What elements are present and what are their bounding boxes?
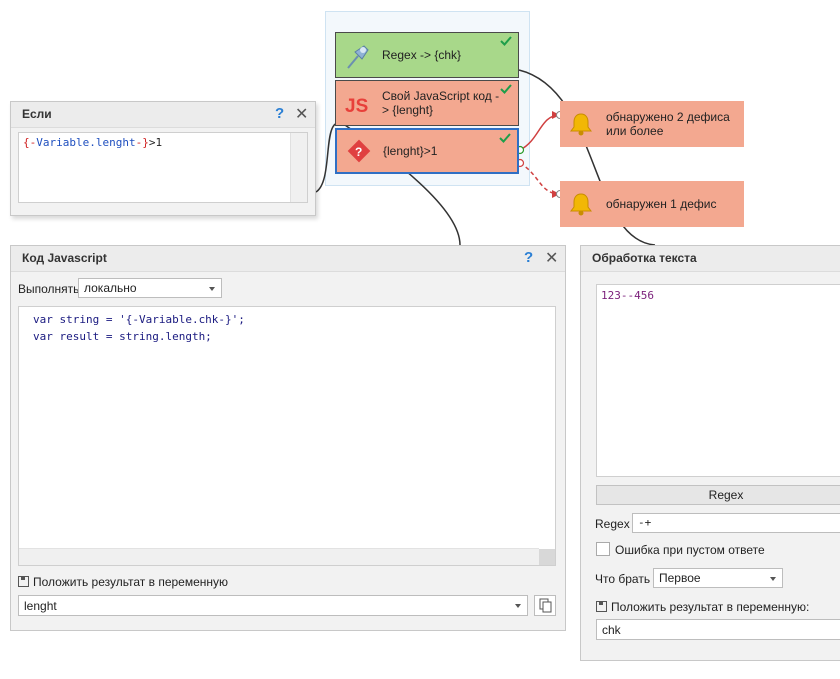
connector-true — [519, 114, 561, 151]
error-on-empty-label: Ошибка при пустом ответе — [615, 543, 765, 557]
save-icon — [596, 601, 607, 612]
panel-header: Код Javascript ? ✕ — [11, 246, 565, 272]
node-javascript[interactable]: JS Свой JavaScript код -> {lenght} — [335, 80, 519, 126]
copy-icon — [539, 598, 552, 613]
close-icon[interactable]: ✕ — [295, 106, 309, 123]
close-icon[interactable]: ✕ — [545, 250, 559, 267]
question-diamond-icon: ? — [347, 139, 371, 163]
svg-text:JS: JS — [345, 96, 368, 117]
take-select[interactable]: Первое — [653, 568, 783, 588]
help-icon[interactable]: ? — [524, 249, 534, 266]
error-on-empty-checkbox[interactable] — [596, 542, 610, 556]
run-label: Выполнять — [18, 282, 80, 296]
node-alert-one-dash[interactable]: обнаружен 1 дефис — [560, 181, 744, 227]
save-icon — [18, 576, 29, 587]
connector-regex-to-text — [518, 69, 656, 246]
bell-icon — [570, 193, 592, 216]
js-panel: Код Javascript ? ✕ Выполнять локально va… — [10, 245, 566, 631]
text-processing-panel: Обработка текста 123--456 Regex Regex -+… — [580, 245, 840, 661]
panel-title: Код Javascript — [22, 251, 107, 265]
copy-variable-button[interactable] — [534, 595, 556, 616]
panel-title: Обработка текста — [592, 251, 697, 265]
node-label: Свой JavaScript код -> {lenght} — [382, 89, 500, 117]
chevron-down-icon — [515, 604, 521, 608]
node-if[interactable]: ? {lenght}>1 — [335, 128, 519, 174]
var-name: Variable.lenght — [36, 136, 136, 149]
svg-text:?: ? — [355, 145, 362, 159]
run-mode-value: локально — [84, 281, 137, 295]
regex-label: Regex — [595, 517, 630, 531]
connector-false — [519, 162, 561, 195]
alert-label: обнаружено 2 дефиса или более — [606, 110, 730, 138]
editor-scrollbar[interactable] — [290, 133, 307, 202]
node-label: {lenght}>1 — [383, 144, 438, 158]
condition-editor[interactable]: {-Variable.lenght-}>1 — [18, 132, 308, 203]
save-result-label: Положить результат в переменную: — [611, 600, 810, 614]
text-input-area[interactable]: 123--456 — [596, 284, 840, 477]
take-value: Первое — [659, 571, 701, 585]
check-icon — [499, 133, 511, 143]
condition-rest: >1 — [148, 136, 163, 149]
code-line: var var result = string.length; — [33, 328, 212, 345]
regex-button-label: Regex — [708, 488, 744, 502]
var-close: -} — [135, 136, 149, 149]
js-icon: JS — [345, 96, 368, 117]
help-icon[interactable]: ? — [275, 105, 285, 122]
node-regex[interactable]: Regex -> {chk} — [335, 32, 519, 78]
result-variable-input[interactable]: chk — [596, 619, 840, 640]
regex-value: -+ — [638, 516, 652, 529]
panel-title: Если — [22, 107, 52, 121]
chevron-down-icon — [209, 287, 215, 291]
node-alert-two-dashes[interactable]: обнаружено 2 дефиса или более — [560, 101, 744, 147]
node-label: Regex -> {chk} — [382, 48, 462, 62]
panel-header: Если ? ✕ — [11, 102, 315, 128]
alert-label: обнаружен 1 дефис — [606, 197, 717, 211]
code-line-1: var string = '{-Variable.chk-}'; — [33, 313, 245, 326]
take-label: Что брать — [595, 572, 651, 586]
code-line: var var string = '{-Variable.chk-}'; — [33, 311, 245, 328]
scroll-corner — [539, 549, 555, 565]
input-text: 123--456 — [601, 289, 654, 302]
result-variable-value: lenght — [24, 599, 57, 613]
check-icon — [500, 84, 512, 94]
run-mode-select[interactable]: локально — [78, 278, 222, 298]
var-open: {- — [23, 136, 37, 149]
regex-input[interactable]: -+ — [632, 513, 840, 533]
bell-icon — [570, 113, 592, 136]
js-code-editor[interactable]: var var string = '{-Variable.chk-}'; var… — [18, 306, 556, 566]
result-variable-value: chk — [602, 623, 621, 637]
code-line-2: var result = string.length; — [33, 330, 212, 343]
horizontal-scrollbar[interactable] — [19, 548, 539, 565]
save-result-label: Положить результат в переменную — [33, 575, 229, 589]
if-panel: Если ? ✕ {-Variable.lenght-}>1 — [10, 101, 316, 216]
regex-button[interactable]: Regex — [596, 485, 840, 505]
panel-header: Обработка текста — [581, 246, 840, 272]
regex-pin-icon — [347, 45, 369, 69]
chevron-down-icon — [770, 577, 776, 581]
check-icon — [500, 36, 512, 46]
result-variable-select[interactable]: lenght — [18, 595, 528, 616]
